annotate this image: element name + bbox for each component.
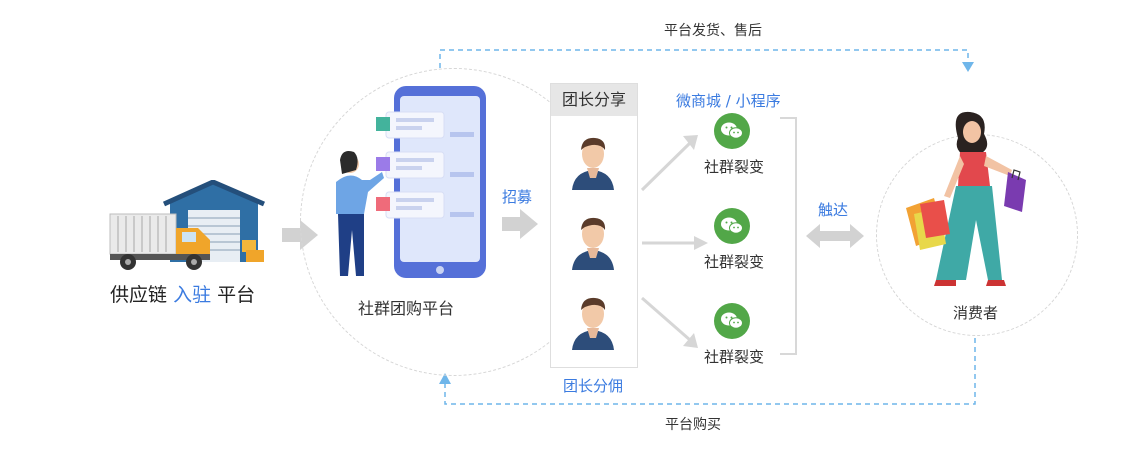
platform-illustration xyxy=(330,84,500,284)
bottom-flow-label: 平台购买 xyxy=(665,417,721,433)
supplier-illustration xyxy=(108,179,270,276)
wechat-icon xyxy=(714,303,750,339)
fission-bracket xyxy=(780,117,797,355)
supplier-label-prefix: 供应链 xyxy=(110,284,168,306)
reach-arrow xyxy=(806,224,864,248)
fission-arrows xyxy=(640,141,698,342)
platform-label: 社群团购平台 xyxy=(358,299,455,318)
fission-label-2: 社群裂变 xyxy=(704,253,765,271)
supplier-label-highlight: 入驻 xyxy=(173,284,212,306)
avatar-icon xyxy=(572,297,614,350)
supplier-label: 供应链 入驻 平台 xyxy=(110,280,255,307)
supplier-label-suffix: 平台 xyxy=(217,284,256,306)
top-flow-label: 平台发货、售后 xyxy=(664,23,762,39)
person-icon xyxy=(336,151,384,276)
bottom-flow-arrow xyxy=(444,338,976,405)
share-header: 团长分享 xyxy=(551,84,637,116)
avatar-icon xyxy=(572,217,614,270)
reach-label: 触达 xyxy=(818,201,849,219)
truck-icon xyxy=(109,213,210,270)
channel-label: 微商城 / 小程序 xyxy=(676,92,781,110)
top-flow-arrow xyxy=(439,49,969,68)
consumer-label: 消费者 xyxy=(953,304,999,322)
fission-label-1: 社群裂变 xyxy=(704,158,765,176)
wechat-icon xyxy=(714,113,750,149)
commission-label: 团长分佣 xyxy=(563,377,624,395)
recruit-label: 招募 xyxy=(502,188,533,206)
wechat-icon xyxy=(714,208,750,244)
fission-label-3: 社群裂变 xyxy=(704,348,765,366)
avatar-icon xyxy=(572,137,614,190)
shopper-icon xyxy=(900,108,1030,294)
